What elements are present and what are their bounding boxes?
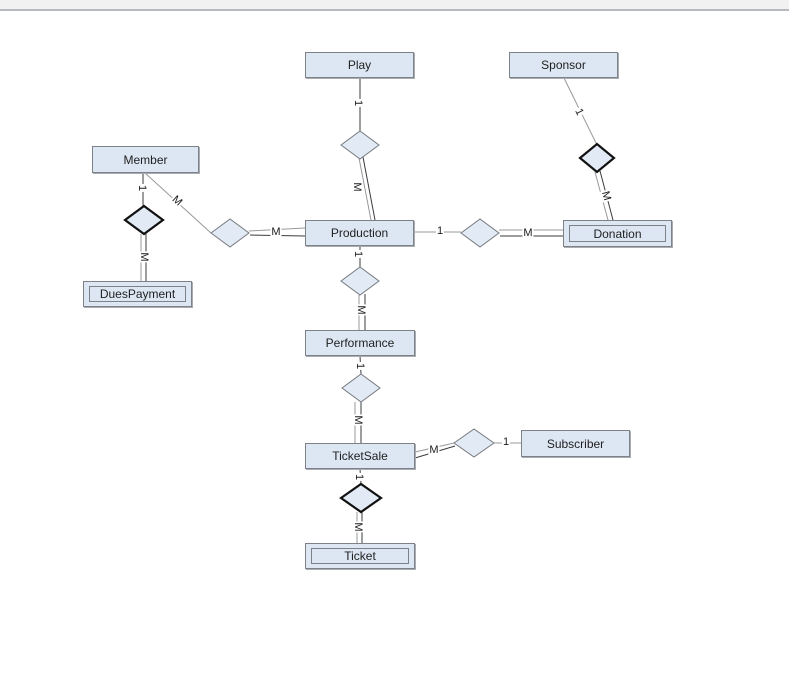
double-line-playdiamond-production	[358, 157, 372, 221]
cardinality-label: M	[352, 521, 364, 533]
entity-label: Donation	[593, 226, 642, 241]
entity-member[interactable]: Member	[92, 146, 199, 173]
double-line-playdiamond-production	[362, 156, 376, 221]
entity-ticketsale[interactable]: TicketSale	[305, 443, 415, 469]
cardinality-label: M	[270, 226, 282, 238]
entity-sponsor[interactable]: Sponsor	[509, 52, 618, 78]
weak-entity-inner-border: DuesPayment	[89, 286, 186, 302]
cardinality-label: M	[351, 181, 363, 193]
cardinality-label: M	[355, 304, 367, 316]
relationship-diamond-production-donation[interactable]	[460, 218, 500, 248]
relationship-diamond-production-performance[interactable]	[340, 266, 380, 296]
window-top-bar	[0, 0, 789, 11]
cardinality-label: M	[352, 414, 364, 426]
entity-play[interactable]: Play	[305, 52, 414, 78]
entity-donation[interactable]: Donation	[563, 220, 672, 247]
cardinality-label: 1	[353, 472, 365, 482]
entity-label: Ticket	[344, 549, 376, 563]
cardinality-label: 1	[352, 249, 364, 259]
entity-subscriber[interactable]: Subscriber	[521, 430, 630, 457]
entity-label: Play	[347, 58, 372, 72]
relationship-diamond-member-duespayment[interactable]	[123, 204, 165, 236]
entity-label: TicketSale	[332, 449, 388, 463]
cardinality-label: M	[428, 444, 440, 456]
relationship-diamond-sponsor-donation[interactable]	[578, 142, 616, 174]
entity-production[interactable]: Production	[305, 220, 414, 246]
relationship-diamond-member-production[interactable]	[210, 218, 250, 248]
entity-label: Sponsor	[541, 58, 586, 72]
entity-duespayment[interactable]: DuesPayment	[83, 281, 192, 307]
relationship-diamond-ticketsale-ticket[interactable]	[339, 482, 383, 514]
entity-label: Subscriber	[546, 436, 605, 451]
cardinality-label: 1	[136, 183, 148, 193]
cardinality-label: 1	[435, 225, 445, 237]
cardinality-label: M	[138, 251, 150, 263]
entity-label: Member	[123, 152, 168, 167]
cardinality-label: 1	[352, 98, 364, 108]
relationship-diamond-play-production[interactable]	[340, 130, 380, 160]
cardinality-label: M	[522, 227, 534, 239]
cardinality-label: 1	[354, 361, 366, 371]
entity-label: DuesPayment	[99, 287, 176, 301]
entity-label: Production	[330, 226, 389, 240]
entity-label: Performance	[325, 336, 395, 350]
entity-ticket[interactable]: Ticket	[305, 543, 415, 569]
entity-performance[interactable]: Performance	[305, 330, 415, 356]
weak-entity-inner-border: Donation	[569, 225, 666, 242]
cardinality-label: 1	[501, 436, 511, 448]
weak-entity-inner-border: Ticket	[311, 548, 409, 564]
relationship-diamond-performance-ticketsale[interactable]	[341, 373, 381, 403]
relationship-diamond-ticketsale-subscriber[interactable]	[453, 428, 495, 458]
